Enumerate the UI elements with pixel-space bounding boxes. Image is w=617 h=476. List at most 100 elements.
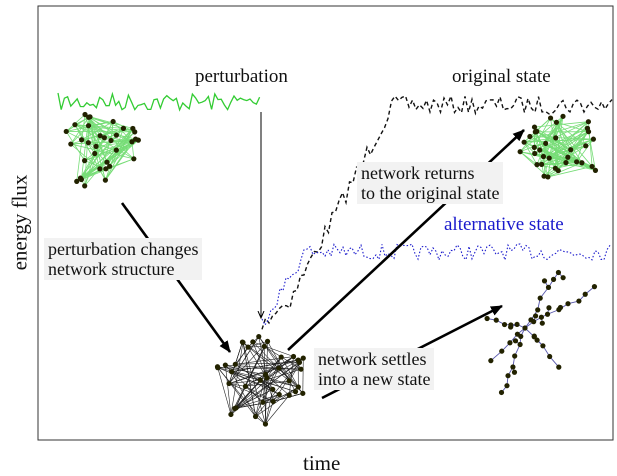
network-node [539, 320, 545, 326]
network-edge [217, 366, 232, 415]
network-edge [547, 166, 593, 178]
network-edge [231, 346, 249, 372]
network-node [278, 354, 284, 360]
network-node [215, 365, 221, 371]
network-node [568, 147, 574, 153]
network-node [565, 154, 571, 160]
network-edge [265, 374, 290, 396]
network-node [232, 361, 238, 367]
network-edge [534, 121, 589, 128]
network-node [93, 143, 99, 149]
network-node [484, 315, 490, 322]
network-node [507, 340, 513, 346]
signal-traces [57, 91, 613, 330]
network-node [250, 339, 256, 345]
network-node [522, 325, 528, 331]
network-node [226, 380, 232, 387]
network-node [560, 275, 566, 281]
network-node [298, 366, 304, 372]
network-edge [556, 122, 583, 163]
network-settles-label: network settles into a new state [314, 348, 435, 390]
network-node [547, 353, 553, 360]
network-edge [225, 364, 299, 388]
network-edge [245, 380, 290, 387]
network-node [590, 136, 597, 142]
network-edge [65, 131, 85, 161]
network-edge [278, 367, 299, 388]
network-edge [228, 357, 304, 384]
network-edge [235, 362, 300, 365]
network-node [545, 174, 551, 180]
network-edge [228, 380, 261, 384]
network-node [512, 338, 519, 344]
network-node [556, 364, 562, 370]
network-edge [84, 149, 117, 161]
network-edge [541, 156, 568, 165]
network-edge [230, 346, 265, 415]
network-node [300, 355, 306, 361]
network-edge [245, 386, 274, 402]
network-node [260, 399, 266, 405]
network-node [102, 177, 108, 183]
network-edge [242, 341, 290, 382]
network-node [541, 278, 548, 284]
network-node [104, 159, 110, 165]
network-node [532, 129, 538, 135]
network-edge [228, 336, 260, 384]
network-edge [247, 341, 268, 348]
network-edge [265, 389, 274, 425]
network-node [563, 160, 569, 166]
original-state-label: original state [452, 66, 551, 87]
network-node [541, 173, 547, 179]
network-node [85, 123, 92, 129]
network-node [82, 183, 88, 189]
network-edge [519, 151, 538, 165]
network-node [583, 143, 589, 149]
network-edge [556, 122, 569, 158]
network-node [532, 313, 539, 319]
network-node [585, 129, 592, 135]
network-edge [230, 357, 304, 415]
network-node [296, 359, 303, 366]
network-edge [234, 401, 274, 409]
network-edge [567, 145, 586, 158]
perturbation-changes-label: perturbation changes network structure [44, 238, 203, 280]
alternative-state-label: alternative state [444, 214, 564, 235]
network-node [131, 156, 137, 162]
network-node [488, 358, 494, 364]
network-edge [265, 356, 294, 375]
network-edge [536, 145, 586, 166]
network-node [543, 140, 549, 147]
network-node [527, 133, 533, 140]
network-returns-line-2: to the original state [361, 183, 500, 203]
network-node [589, 163, 595, 170]
perturbed-network-graph [214, 333, 306, 427]
network-node [264, 375, 270, 381]
network-node [531, 333, 537, 339]
network-node [232, 405, 238, 412]
alternative-state-network-graph [484, 269, 598, 396]
network-edge [265, 341, 268, 425]
network-node [292, 389, 299, 395]
network-node [228, 411, 234, 418]
network-node [72, 122, 78, 128]
network-node [110, 118, 116, 125]
network-edge [105, 141, 133, 181]
network-node [545, 284, 552, 290]
network-edge [74, 124, 135, 133]
network-edge [255, 386, 299, 417]
network-edge [74, 124, 124, 129]
network-node [261, 343, 267, 349]
network-node [553, 119, 560, 125]
network-edge [76, 114, 86, 182]
network-node [97, 133, 103, 139]
network-node [252, 413, 259, 420]
network-edge [88, 117, 101, 136]
network-edge [234, 356, 294, 409]
network-edge [266, 356, 282, 379]
network-node [256, 333, 262, 340]
network-node [120, 125, 127, 131]
network-node [276, 391, 282, 398]
network-node [521, 139, 527, 145]
